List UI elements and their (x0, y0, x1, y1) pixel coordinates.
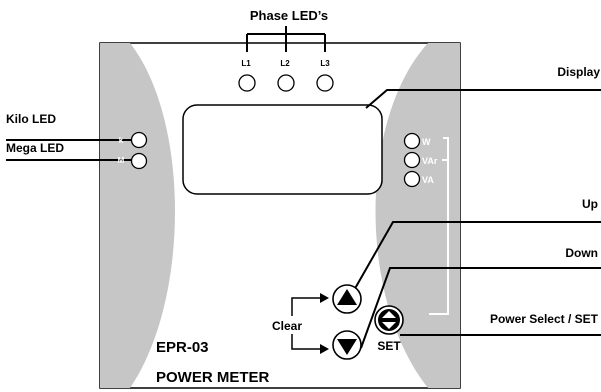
kilo-led (130, 131, 148, 149)
mega-led-letter: M (118, 156, 125, 165)
unit-led-w (403, 132, 421, 150)
right-grey-side (375, 43, 460, 388)
down-button[interactable] (332, 330, 362, 360)
up-button[interactable] (332, 284, 362, 314)
mega-led (130, 152, 148, 170)
unit-led-var (403, 151, 421, 169)
set-button[interactable] (374, 305, 404, 335)
clear-arrow-up-icon (320, 293, 329, 303)
phase-leds-label: Phase LED’s (250, 8, 328, 23)
product-name-label: POWER METER (156, 369, 270, 386)
phase-led-l1-label: L1 (241, 59, 251, 68)
set-up-arrow-icon (382, 311, 396, 318)
down-arrow-icon (337, 339, 357, 355)
down-label: Down (565, 246, 598, 260)
unit-leds: W VAr VA (403, 132, 438, 188)
phase-leds: L1 L2 L3 (238, 59, 334, 92)
down-callout-line (360, 267, 601, 349)
up-callout-line (352, 221, 601, 293)
left-grey-side (100, 43, 175, 388)
phase-led-l2-label: L2 (280, 59, 290, 68)
phase-led-l1 (238, 74, 256, 92)
model-label: EPR-03 (156, 339, 209, 356)
up-label: Up (582, 197, 598, 211)
display-label: Display (557, 65, 600, 79)
display-callout-line (365, 89, 601, 109)
phase-led-l3-label: L3 (320, 59, 330, 68)
meter-front-panel (99, 42, 461, 389)
set-button-label: SET (377, 339, 401, 353)
display-window (182, 104, 383, 195)
kilo-led-label: Kilo LED (6, 112, 56, 126)
unit-led-va (403, 170, 421, 188)
unit-led-va-label: VA (422, 175, 434, 185)
unit-led-w-label: W (422, 137, 431, 147)
clear-label: Clear (272, 319, 302, 333)
mega-led-label: Mega LED (6, 141, 64, 155)
unit-led-var-label: VAr (422, 156, 438, 166)
clear-arrow-down-icon (320, 344, 329, 354)
unit-select-bracket (429, 137, 449, 315)
up-arrow-icon (337, 289, 357, 305)
clear-indicator (291, 293, 329, 354)
phase-led-l3 (316, 74, 334, 92)
power-select-label: Power Select / SET (490, 312, 599, 326)
set-down-arrow-icon (382, 322, 396, 329)
kilo-led-letter: k (119, 136, 124, 145)
phase-led-bracket (246, 26, 326, 52)
phase-led-l2 (277, 74, 295, 92)
